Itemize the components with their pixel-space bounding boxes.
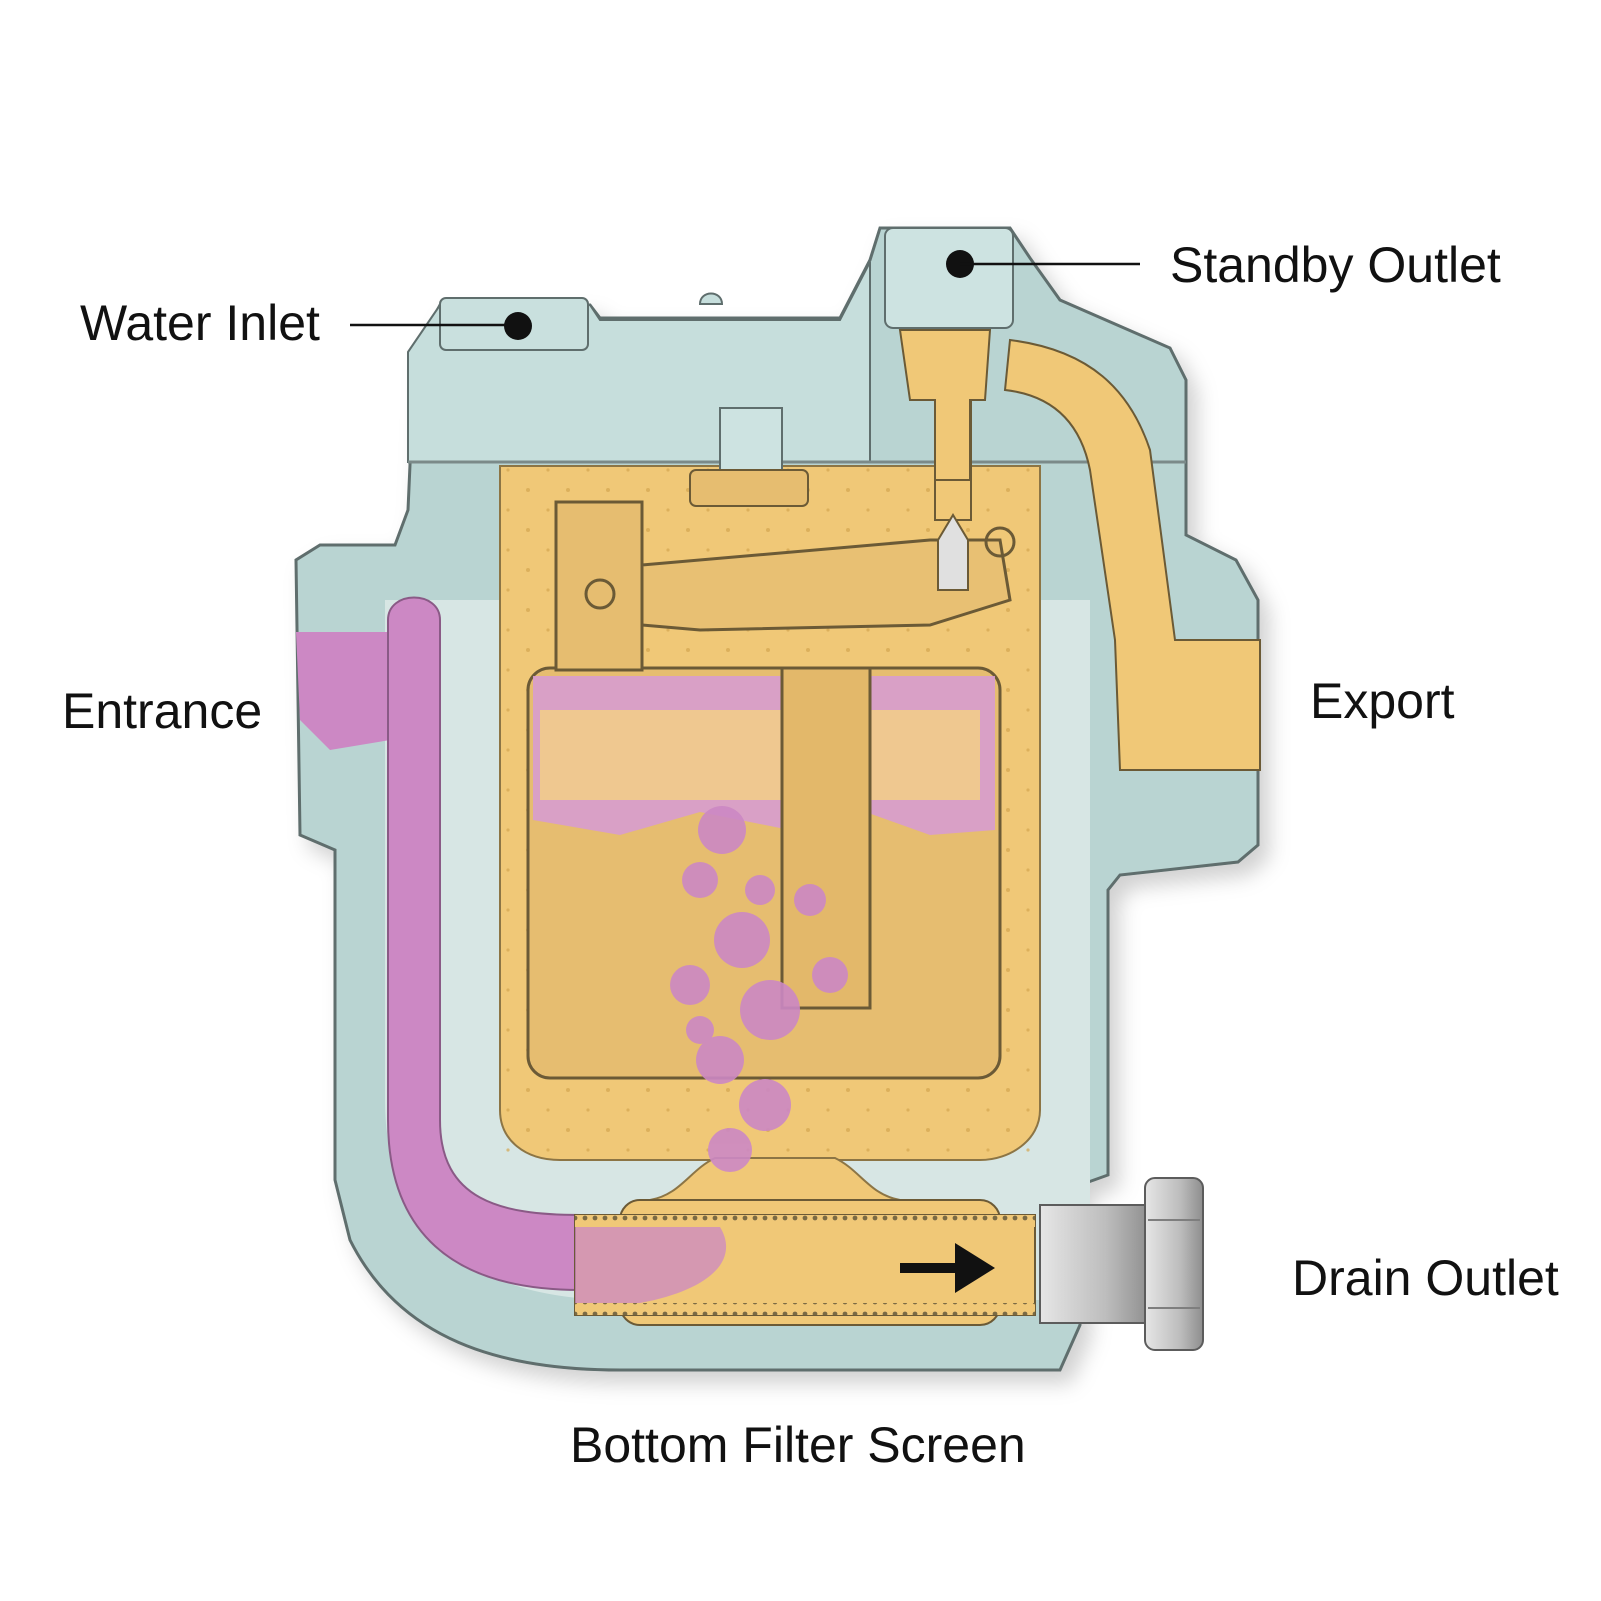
- cap-knob: [698, 292, 724, 305]
- top-cap: [407, 261, 871, 463]
- guide-post: [554, 500, 644, 672]
- standby-outlet-boss: [884, 227, 1014, 329]
- drain-plug-hex: [1144, 1177, 1204, 1351]
- guide-post-pin: [584, 578, 616, 610]
- entrance-label: Entrance: [62, 683, 263, 739]
- bucket-tube: [780, 666, 872, 1010]
- filter-steam-blend: [575, 1227, 727, 1303]
- filter-screen-mesh-bottom: [575, 1303, 1035, 1315]
- standby-outlet-pipe: [898, 329, 992, 481]
- inlet-riser-pipe: [387, 596, 581, 1292]
- steam-bubbles: [670, 806, 848, 1172]
- filter-screen-mesh-top: [575, 1215, 1035, 1227]
- cap-stud-nut: [689, 469, 809, 507]
- bucket-water-band: [540, 710, 980, 800]
- standby-outlet-leader: [946, 250, 1140, 278]
- drain-outlet-label: Drain Outlet: [1292, 1250, 1559, 1306]
- bottom-filter-screen-label: Bottom Filter Screen: [570, 1417, 1026, 1473]
- water-inlet-label: Water Inlet: [80, 295, 320, 351]
- drain-plug-body: [1039, 1204, 1151, 1324]
- lever-pivot: [984, 526, 1016, 558]
- valve-plug: [937, 513, 969, 591]
- entrance-steam-passage: [296, 632, 390, 750]
- flow-arrow-icon: [900, 1243, 995, 1293]
- standby-outlet-label: Standby Outlet: [1170, 237, 1501, 293]
- water-inlet-leader: [350, 312, 532, 340]
- export-label: Export: [1310, 673, 1455, 729]
- export-pipe: [1003, 338, 1261, 771]
